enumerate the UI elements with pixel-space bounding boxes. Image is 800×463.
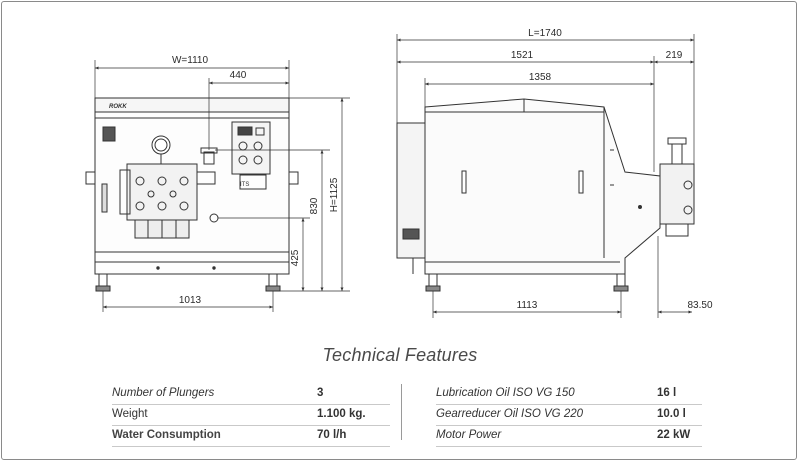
feature-label: Gearreducer Oil ISO VG 220 xyxy=(436,408,584,420)
feature-label: Weight xyxy=(112,408,148,420)
feature-value: 1.100 kg. xyxy=(317,408,366,420)
table-divider xyxy=(401,384,402,440)
dim-base-length-label: 1113 xyxy=(517,300,538,311)
dim-height-label: H=1125 xyxy=(329,177,340,212)
feature-label: Number of Plungers xyxy=(112,387,215,399)
feature-value: 3 xyxy=(317,387,324,399)
dim-width-label: W=1110 xyxy=(172,55,208,66)
table-row: Motor Power 22 kW xyxy=(436,426,702,447)
feature-label: Water Consumption xyxy=(112,429,221,441)
dim-outlet-height-label: 830 xyxy=(309,197,320,214)
table-row: Water Consumption 70 l/h xyxy=(112,426,390,447)
technical-features-title: Technical Features xyxy=(322,345,478,365)
table-row: Weight 1.100 kg. xyxy=(112,405,390,426)
features-table-left: Number of Plungers 3 Weight 1.100 kg. Wa… xyxy=(112,384,390,447)
table-row: Lubrication Oil ISO VG 150 16 l xyxy=(436,384,702,405)
motor-end-cover xyxy=(396,122,426,259)
feature-label: Lubrication Oil ISO VG 150 xyxy=(436,387,575,399)
dim-end-offset-label: 83.50 xyxy=(687,300,712,311)
pump-end xyxy=(659,163,695,225)
logo-plate xyxy=(102,126,116,142)
feature-value: 70 l/h xyxy=(317,429,347,441)
panel-text: ITS xyxy=(240,182,249,188)
dim-offset-label: 440 xyxy=(230,70,247,81)
feature-value: 16 l xyxy=(657,387,677,399)
technical-drawing: W=1110 440 H=1125 830 425 1013 L=1740 15… xyxy=(85,28,713,318)
side-view xyxy=(396,98,695,292)
dim-base-width-label: 1013 xyxy=(179,295,202,306)
side-body xyxy=(424,98,661,275)
dim-inlet-height-label: 425 xyxy=(290,249,301,266)
brand-label: ROKK xyxy=(109,104,127,110)
dim-motor-offset-label: 219 xyxy=(666,50,683,61)
front-dimensions xyxy=(94,60,350,312)
dim-body-length-label: 1521 xyxy=(511,50,534,61)
table-row: Gearreducer Oil ISO VG 220 10.0 l xyxy=(436,405,702,426)
features-table-right: Lubrication Oil ISO VG 150 16 l Gearredu… xyxy=(436,384,702,447)
dim-inner-length-label: 1358 xyxy=(529,72,552,83)
pump-head xyxy=(126,163,198,221)
dim-length-label: L=1740 xyxy=(528,28,562,39)
side-dimensions xyxy=(396,34,695,318)
front-view xyxy=(85,97,299,292)
feature-label: Motor Power xyxy=(436,429,502,441)
feature-value: 10.0 l xyxy=(657,408,686,420)
feature-value: 22 kW xyxy=(657,429,691,441)
table-row: Number of Plungers 3 xyxy=(112,384,390,405)
